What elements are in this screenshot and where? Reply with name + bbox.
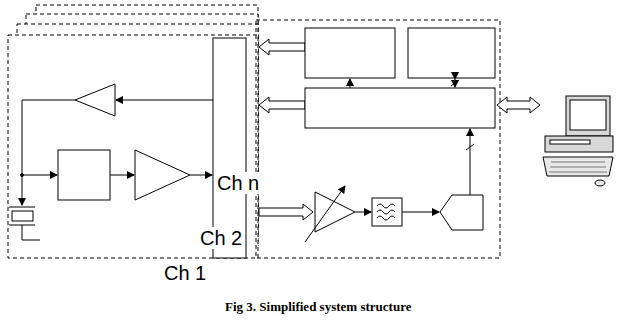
channel-label: Ch 2 bbox=[199, 227, 243, 249]
adc-symbol bbox=[440, 195, 483, 230]
bus-slash bbox=[451, 80, 459, 86]
figure-caption: Fig 3. Simplified system structure bbox=[225, 300, 411, 314]
wire bbox=[190, 175, 212, 176]
sensor-plate bbox=[9, 207, 35, 208]
filter-waves bbox=[377, 204, 395, 220]
amplifier-symbol bbox=[135, 150, 190, 200]
channel-box bbox=[8, 35, 258, 258]
ground-wire bbox=[22, 225, 40, 240]
filter-symbol bbox=[372, 198, 402, 226]
bus-arrow bbox=[497, 97, 540, 113]
wire bbox=[22, 175, 57, 176]
wire bbox=[110, 175, 134, 176]
amplifier-symbol bbox=[315, 192, 355, 232]
wire bbox=[350, 79, 351, 88]
bus-arrow bbox=[259, 39, 305, 55]
amplifier-symbol bbox=[75, 84, 115, 116]
controller-box bbox=[305, 88, 495, 128]
bus-wire bbox=[470, 129, 471, 195]
channel-label: Ch n bbox=[216, 172, 260, 194]
block-box bbox=[305, 28, 395, 78]
wire bbox=[116, 100, 213, 101]
block-box bbox=[408, 28, 495, 78]
main-unit-box bbox=[256, 20, 500, 258]
bus-slash bbox=[466, 144, 474, 150]
junction-dot bbox=[21, 174, 24, 177]
gain-arrow bbox=[305, 186, 345, 242]
computer-icon bbox=[543, 96, 613, 186]
mux-column bbox=[213, 38, 246, 258]
channel-label: Ch 1 bbox=[163, 262, 207, 284]
wire bbox=[355, 212, 371, 213]
wire bbox=[402, 212, 439, 213]
block-box bbox=[58, 150, 110, 200]
bus-arrow bbox=[259, 204, 313, 220]
crystal-symbol bbox=[12, 211, 33, 221]
bus-arrow bbox=[259, 97, 305, 113]
